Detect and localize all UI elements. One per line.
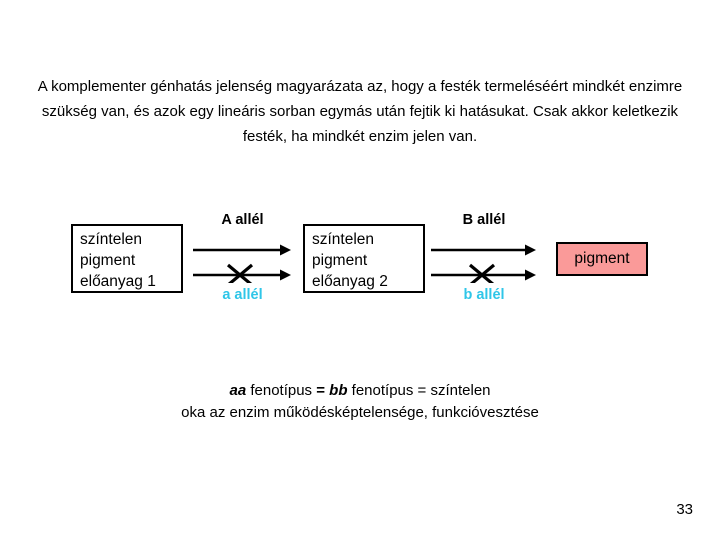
- reaction-step-b: B allél b allél: [428, 205, 540, 320]
- conclusion-text: aa fenotípus = bb fenotípus = színtelen …: [60, 380, 660, 424]
- conclusion-line-1-mid: fenotípus: [246, 382, 317, 399]
- allele-label-b-nonfunctional: b allél: [463, 287, 505, 303]
- reaction-arrows-b: [431, 244, 536, 283]
- conclusion-line-1-tail: fenotípus = színtelen: [347, 382, 491, 399]
- product-box-pigment: pigment: [556, 242, 648, 276]
- reaction-step-a: A allél a allél: [190, 205, 295, 320]
- slide-intro-text: A komplementer génhatás jelenség magyará…: [37, 78, 683, 145]
- genotype-bb: bb: [329, 382, 348, 399]
- allele-label-a-functional: A allél: [221, 212, 264, 228]
- reaction-arrows-a: [193, 244, 291, 283]
- equals-sign-1: =: [316, 382, 325, 399]
- genotype-aa: aa: [229, 382, 247, 399]
- page-number: 33: [676, 501, 693, 518]
- pathway-diagram: színtelen pigment előanyag 1 A allél a a…: [0, 205, 720, 320]
- allele-label-b-functional: B allél: [462, 212, 506, 228]
- conclusion-line-2: oka az enzim működésképtelensége, funkci…: [181, 404, 539, 421]
- substrate-box-1: színtelen pigment előanyag 1: [71, 224, 183, 293]
- allele-label-a-nonfunctional: a allél: [222, 287, 263, 303]
- conclusion-line-1: aa fenotípus = bb fenotípus = színtelen: [60, 380, 660, 402]
- substrate-box-2: színtelen pigment előanyag 2: [303, 224, 425, 293]
